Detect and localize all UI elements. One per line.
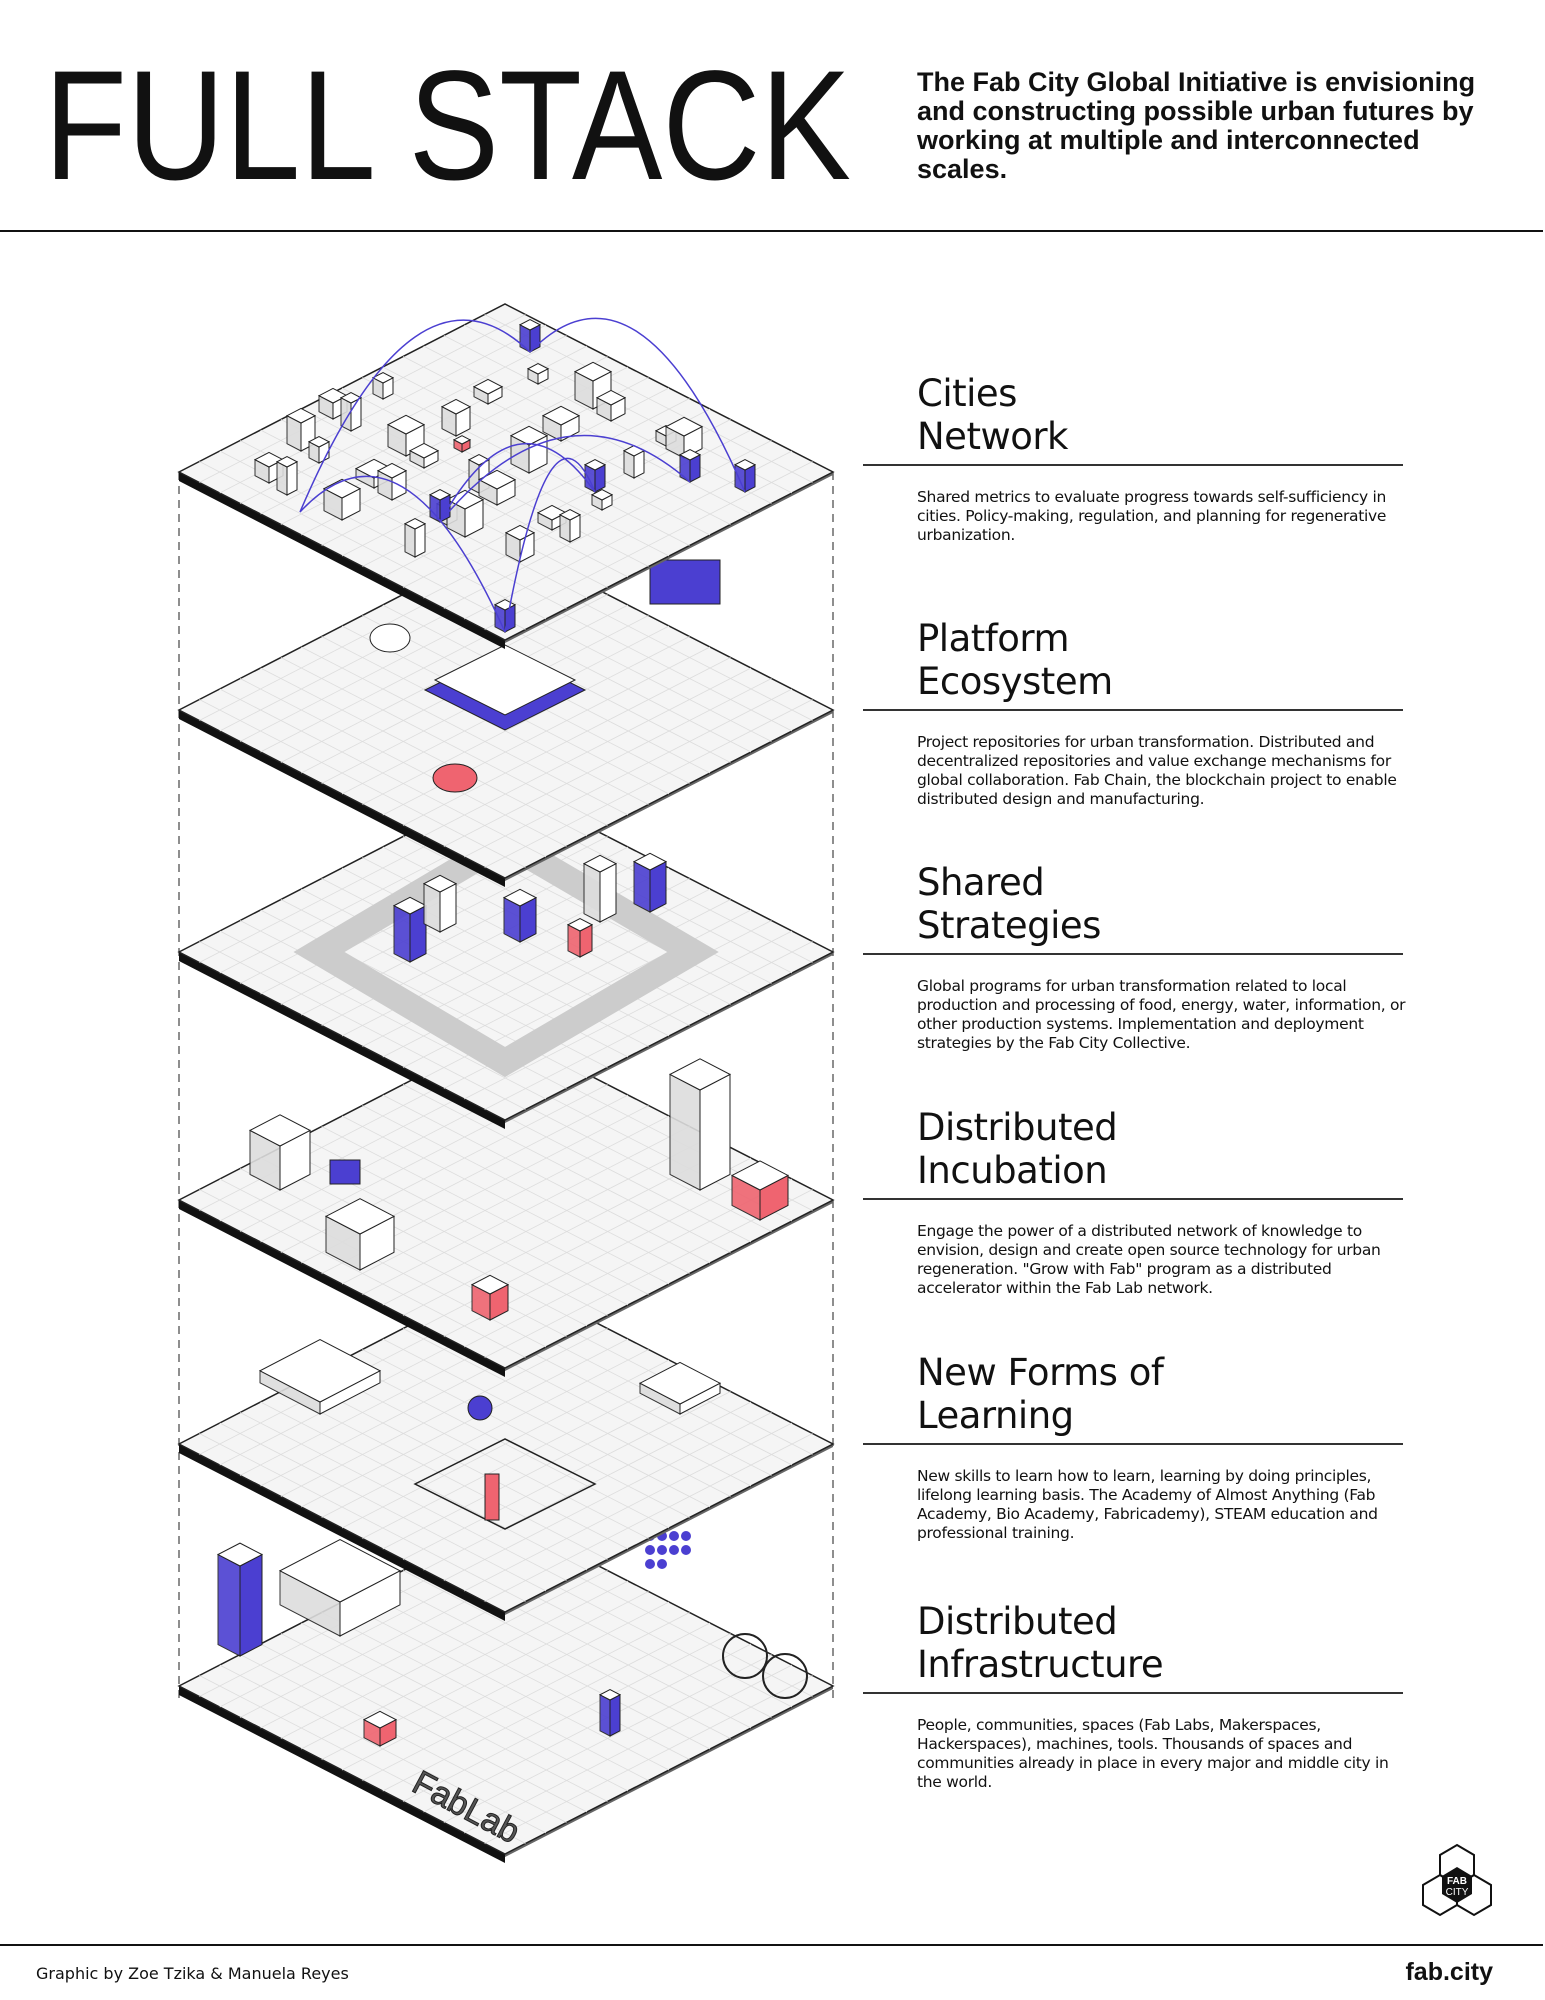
layer-divider bbox=[863, 709, 1403, 711]
layer-divider bbox=[863, 1443, 1403, 1445]
page-title: FULL STACK bbox=[44, 39, 851, 213]
layer-slab-cities-network bbox=[177, 303, 835, 649]
fab-city-logo: FAB CITY bbox=[1422, 1843, 1492, 1917]
layer-slab-platform-ecosystem bbox=[177, 541, 835, 887]
svg-text:CITY: CITY bbox=[1446, 1887, 1469, 1898]
footer-divider bbox=[0, 1944, 1543, 1946]
layer-description: People, communities, spaces (Fab Labs, M… bbox=[917, 1716, 1389, 1791]
layer-description: Global programs for urban transformation… bbox=[917, 977, 1406, 1052]
layer-description: Shared metrics to evaluate progress towa… bbox=[917, 488, 1387, 544]
svg-text:FAB: FAB bbox=[1447, 1876, 1467, 1887]
layer-divider bbox=[863, 464, 1403, 466]
layer-divider bbox=[863, 1198, 1403, 1200]
footer-credit: Graphic by Zoe Tzika & Manuela Reyes bbox=[36, 1964, 349, 1983]
header-divider bbox=[0, 230, 1543, 232]
layer-divider bbox=[863, 1692, 1403, 1694]
full-stack-illustration: FabLab bbox=[177, 303, 835, 1863]
layer-description: Engage the power of a distributed networ… bbox=[917, 1222, 1381, 1297]
layer-divider bbox=[863, 953, 1403, 955]
layer-description: Project repositories for urban transform… bbox=[917, 733, 1397, 808]
layer-description: New skills to learn how to learn, learni… bbox=[917, 1467, 1378, 1542]
page-subtitle: The Fab City Global Initiative is envisi… bbox=[917, 67, 1476, 184]
dashed-guide-lines bbox=[178, 472, 834, 1700]
footer-site-link[interactable]: fab.city bbox=[1405, 1958, 1493, 1986]
layer-slab-distributed-incubation bbox=[177, 1031, 835, 1377]
layer-slab-new-forms-of-learning bbox=[177, 1275, 835, 1621]
